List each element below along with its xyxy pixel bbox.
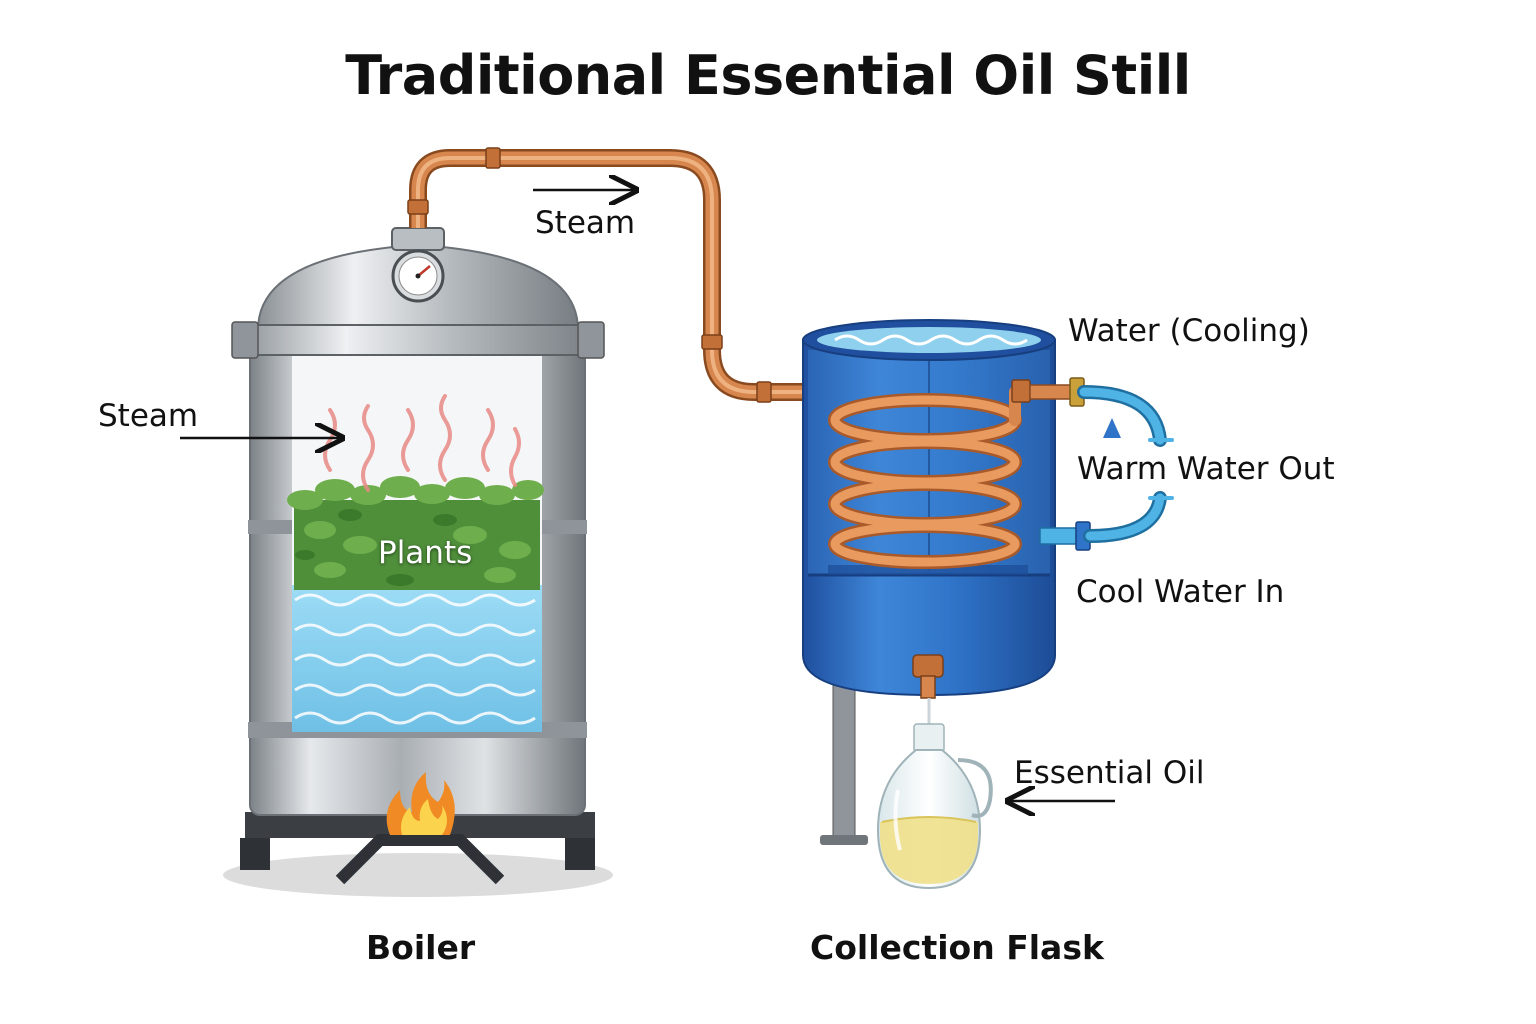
cooling-hoses [1077,385,1174,543]
flow-indicator-icon [1103,418,1121,438]
pressure-gauge-icon [391,249,445,303]
cool-water-in-label: Cool Water In [1076,574,1285,610]
boiler-lid-rim [237,324,599,356]
plants-layer [287,476,544,590]
water-cooling-label: Water (Cooling) [1068,313,1310,349]
page-title: Traditional Essential Oil Still [345,44,1191,107]
flame-icon [386,772,455,835]
essential-oil-label: Essential Oil [1014,755,1205,791]
steam-pipe-label: Steam [535,205,636,241]
arrow-icon [180,190,1115,801]
collection-flask-label: Collection Flask [810,928,1104,967]
plants-label: Plants [378,535,473,571]
boiler [223,227,613,897]
condenser [802,319,1091,845]
boiler-shadow [223,853,613,897]
steam-pipe [407,147,1030,403]
spiral-coil-icon [828,386,1022,569]
steam-boiler-label: Steam [98,398,199,434]
drain-tap [912,654,944,699]
collection-flask [876,723,993,890]
warm-water-out-label: Warm Water Out [1077,451,1335,487]
boiler-label: Boiler [366,928,476,967]
